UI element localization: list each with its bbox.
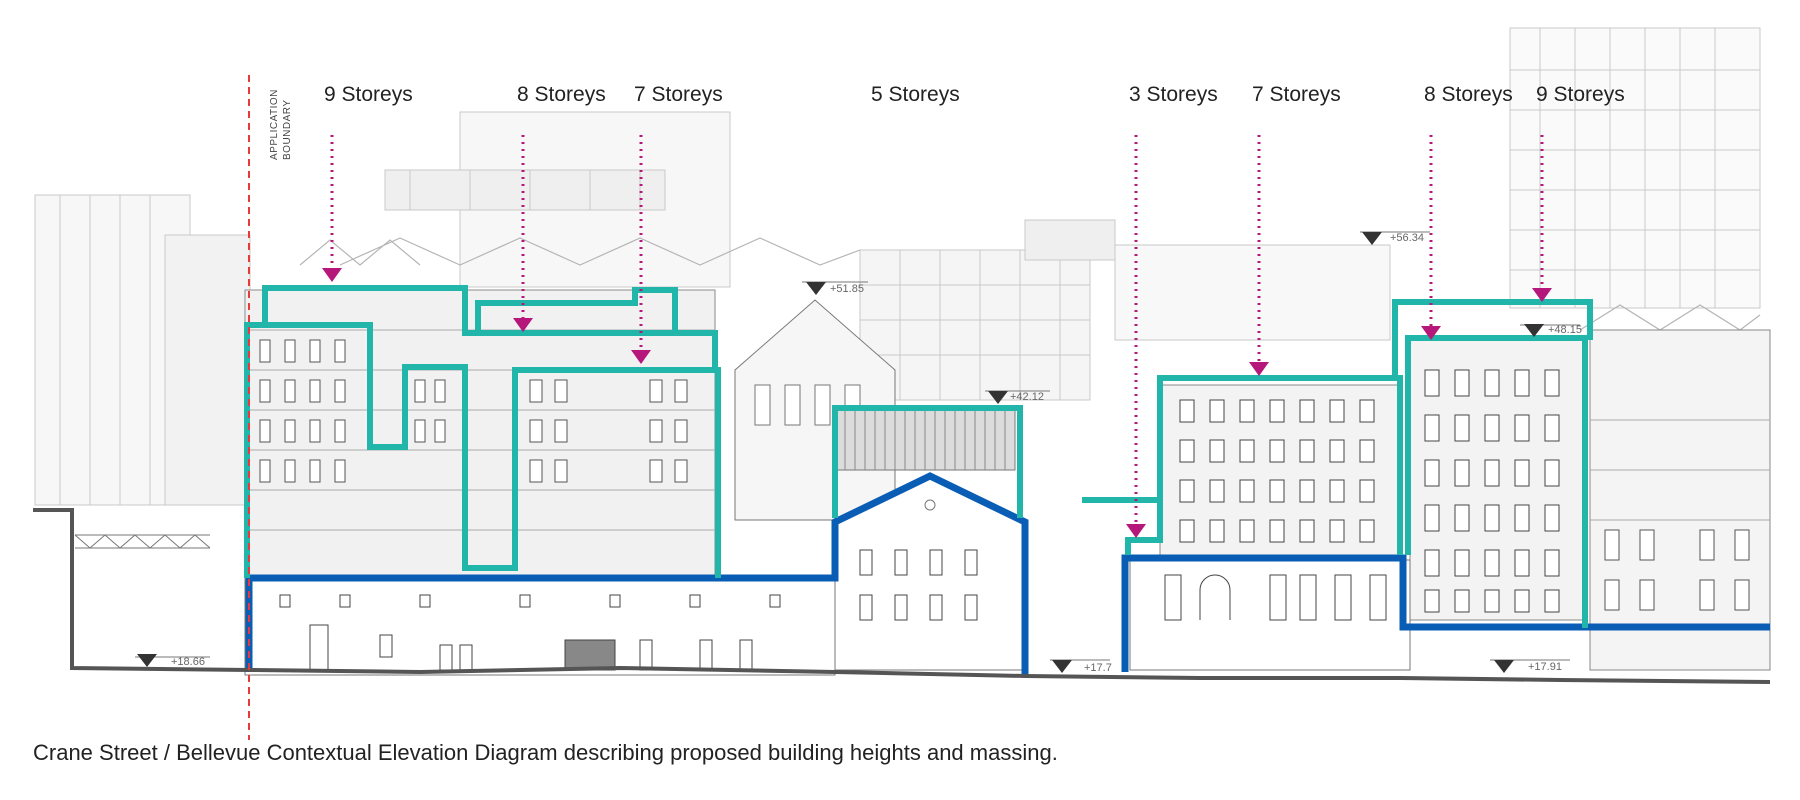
proposed-outline-block-a [244,322,721,578]
proposed-block-west [244,289,716,581]
proposed-outline-block-d-tower [1405,335,1588,628]
footbridge [74,534,211,549]
storey-arrow-5 [1249,135,1269,376]
level-markers: +18.66 +51.85 +42.12 +56.34 +48.15 +17.7 [135,231,1582,674]
existing-warehouse [834,409,1026,671]
storey-label-6: 7 Storeys [1252,83,1341,106]
storey-arrows [322,135,1552,538]
storey-arrow-6 [1421,135,1441,340]
proposed-massing-outlines [244,285,1593,628]
level-marker-5634: +56.34 [1360,231,1430,245]
level-marker-1866: +18.66 [135,654,210,668]
storey-label-8: 9 Storeys [1536,83,1625,106]
existing-outline-east [1121,554,1770,672]
level-marker-1791: +17.91 [1490,659,1570,673]
storey-arrow-7 [1532,135,1552,302]
svg-text:+51.85: +51.85 [830,283,864,295]
svg-text:+17.7: +17.7 [1084,662,1112,674]
storey-labels: 9 Storeys 8 Storeys 7 Storeys 5 Storeys … [324,83,1625,106]
storey-label-7: 8 Storeys [1424,83,1513,106]
storey-arrow-4 [1126,135,1146,538]
application-boundary-label: APPLICATION BOUNDARY [269,86,293,160]
diagram-caption: Crane Street / Bellevue Contextual Eleva… [33,740,1058,765]
proposed-outline-block-c [1125,375,1403,555]
sawtooth-roofs [299,237,1761,331]
storey-arrow-3 [631,135,651,364]
svg-text:+56.34: +56.34 [1390,232,1424,244]
proposed-outline-5-storey [832,405,1023,518]
background-context-buildings [34,27,1761,506]
proposed-outline-block-b-upper [475,287,678,333]
storey-label-2: 8 Storeys [517,83,606,106]
level-marker-4212: +42.12 [985,390,1050,404]
svg-text:+18.66: +18.66 [171,656,205,668]
storey-label-5: 3 Storeys [1129,83,1218,106]
storey-label-4: 5 Storeys [871,83,960,106]
storey-label-1: 9 Storeys [324,83,413,106]
storey-label-3: 7 Storeys [634,83,723,106]
svg-text:+48.15: +48.15 [1548,324,1582,336]
proposed-outline-block-a-upper [262,285,718,370]
level-marker-177: +17.7 [1050,659,1112,674]
svg-text:+17.91: +17.91 [1528,661,1562,673]
storey-arrow-1 [322,135,342,282]
proposed-block-east [1129,339,1586,671]
ground-line [33,508,1771,684]
proposed-outline-block-d [1392,299,1593,378]
svg-text:+42.12: +42.12 [1010,391,1044,403]
context-building-east [1589,329,1771,671]
storey-arrow-2 [513,135,533,332]
level-marker-4815: +48.15 [1520,324,1582,337]
level-marker-5185: +51.85 [802,281,868,295]
existing-base-west [244,579,836,676]
